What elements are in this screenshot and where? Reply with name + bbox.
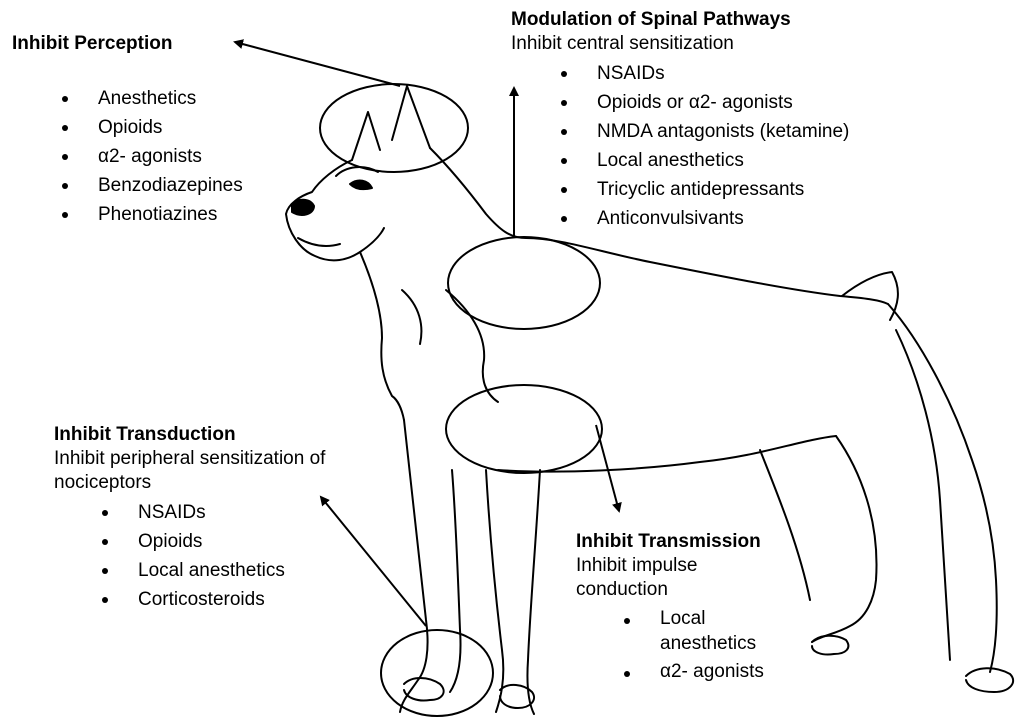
transmission-block: Inhibit Transmission Inhibit impulse con… xyxy=(576,530,816,684)
list-item: NMDA antagonists (ketamine) xyxy=(555,117,849,146)
dog-nose xyxy=(292,200,314,215)
perception-heading: Inhibit Perception xyxy=(12,32,243,56)
dog-front-leg-left-inner xyxy=(450,470,461,692)
list-item: Opioids xyxy=(96,527,414,556)
list-item: Corticosteroids xyxy=(96,585,414,614)
list-item: α2- agonists xyxy=(56,142,243,171)
dog-paw-hind-left xyxy=(812,636,848,655)
dog-neck-fur xyxy=(402,290,498,402)
list-item: NSAIDs xyxy=(555,59,849,88)
transmission-list: Local anesthetics α2- agonists xyxy=(618,606,788,684)
list-item: Tricyclic antidepressants xyxy=(555,175,849,204)
transmission-subtitle: Inhibit impulse conduction xyxy=(576,554,756,602)
modulation-heading: Modulation of Spinal Pathways xyxy=(511,8,849,32)
list-item: Local anesthetics xyxy=(96,556,414,585)
transduction-list: NSAIDs Opioids Local anesthetics Cortico… xyxy=(96,498,414,614)
dog-belly xyxy=(498,436,836,472)
dog-hind-leg-right xyxy=(888,304,997,672)
list-item: Opioids xyxy=(56,113,243,142)
modulation-subtitle: Inhibit central sensitization xyxy=(511,32,849,56)
perception-block: Inhibit Perception Anesthetics Opioids α… xyxy=(12,32,243,229)
list-item: Benzodiazepines xyxy=(56,171,243,200)
arrow-perception xyxy=(235,42,400,86)
modulation-list: NSAIDs Opioids or α2- agonists NMDA anta… xyxy=(555,59,849,233)
dog-throat xyxy=(360,252,404,420)
list-item: Local anesthetics xyxy=(555,146,849,175)
transduction-heading: Inhibit Transduction xyxy=(54,423,414,447)
list-item: Local anesthetics xyxy=(618,606,788,656)
ellipse-spine xyxy=(448,237,600,329)
list-item: Phenotiazines xyxy=(56,200,243,229)
ellipse-spinal-cord xyxy=(446,385,602,473)
dog-brow xyxy=(336,167,378,176)
list-item: Opioids or α2- agonists xyxy=(555,88,849,117)
modulation-block: Modulation of Spinal Pathways Inhibit ce… xyxy=(511,8,849,233)
dog-hind-leg-left xyxy=(812,436,877,642)
transduction-block: Inhibit Transduction Inhibit peripheral … xyxy=(54,423,414,614)
dog-ear-right xyxy=(392,86,430,148)
dog-paw-front-left xyxy=(404,678,444,701)
dog-mouth xyxy=(298,238,340,246)
dog-front-leg-right-inner xyxy=(527,470,540,714)
ellipse-paw xyxy=(381,630,493,716)
dog-eye xyxy=(350,181,372,190)
perception-list: Anesthetics Opioids α2- agonists Benzodi… xyxy=(56,84,243,229)
transduction-subtitle: Inhibit peripheral sensitization of noci… xyxy=(54,447,414,495)
list-item: Anesthetics xyxy=(56,84,243,113)
arrow-transmission xyxy=(596,425,619,511)
dog-front-leg-right xyxy=(486,470,503,712)
list-item: Anticonvulsivants xyxy=(555,204,849,233)
transmission-heading: Inhibit Transmission xyxy=(576,530,816,554)
list-item: NSAIDs xyxy=(96,498,414,527)
dog-hind-leg-right-inner xyxy=(896,330,950,660)
dog-ear-left xyxy=(352,112,380,160)
ellipse-head xyxy=(320,84,468,172)
list-item: α2- agonists xyxy=(618,659,788,684)
